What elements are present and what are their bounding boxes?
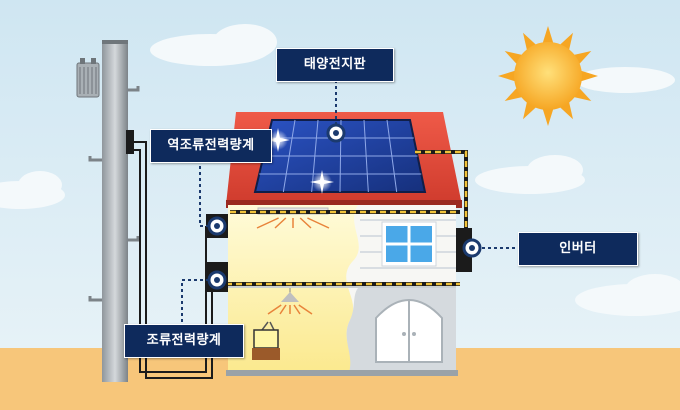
forward-meter-marker-icon: [207, 270, 227, 290]
forward-meter-label: 조류전력량계: [124, 324, 244, 358]
pendant-lamp-icon: [267, 288, 313, 315]
tv-icon: [252, 321, 280, 360]
callout-markers: [207, 123, 482, 290]
house: [226, 112, 462, 376]
solar-panel-marker-icon: [326, 123, 346, 143]
callout-lines: [181, 80, 518, 328]
clouds: [0, 24, 680, 316]
reverse-meter-marker-icon: [207, 216, 227, 236]
house-wiring: [226, 150, 468, 286]
solar-panel-icon: [253, 119, 427, 194]
sun-icon: [498, 26, 598, 126]
door-icon: [375, 299, 443, 363]
utility-pole: [76, 40, 140, 382]
transformer-icon: [76, 58, 100, 98]
inverter-label: 인버터: [518, 232, 638, 266]
inverter-marker-icon: [462, 238, 482, 258]
reverse-meter-label: 역조류전력량계: [150, 129, 272, 163]
solar-panel-label: 태양전지판: [276, 48, 394, 82]
